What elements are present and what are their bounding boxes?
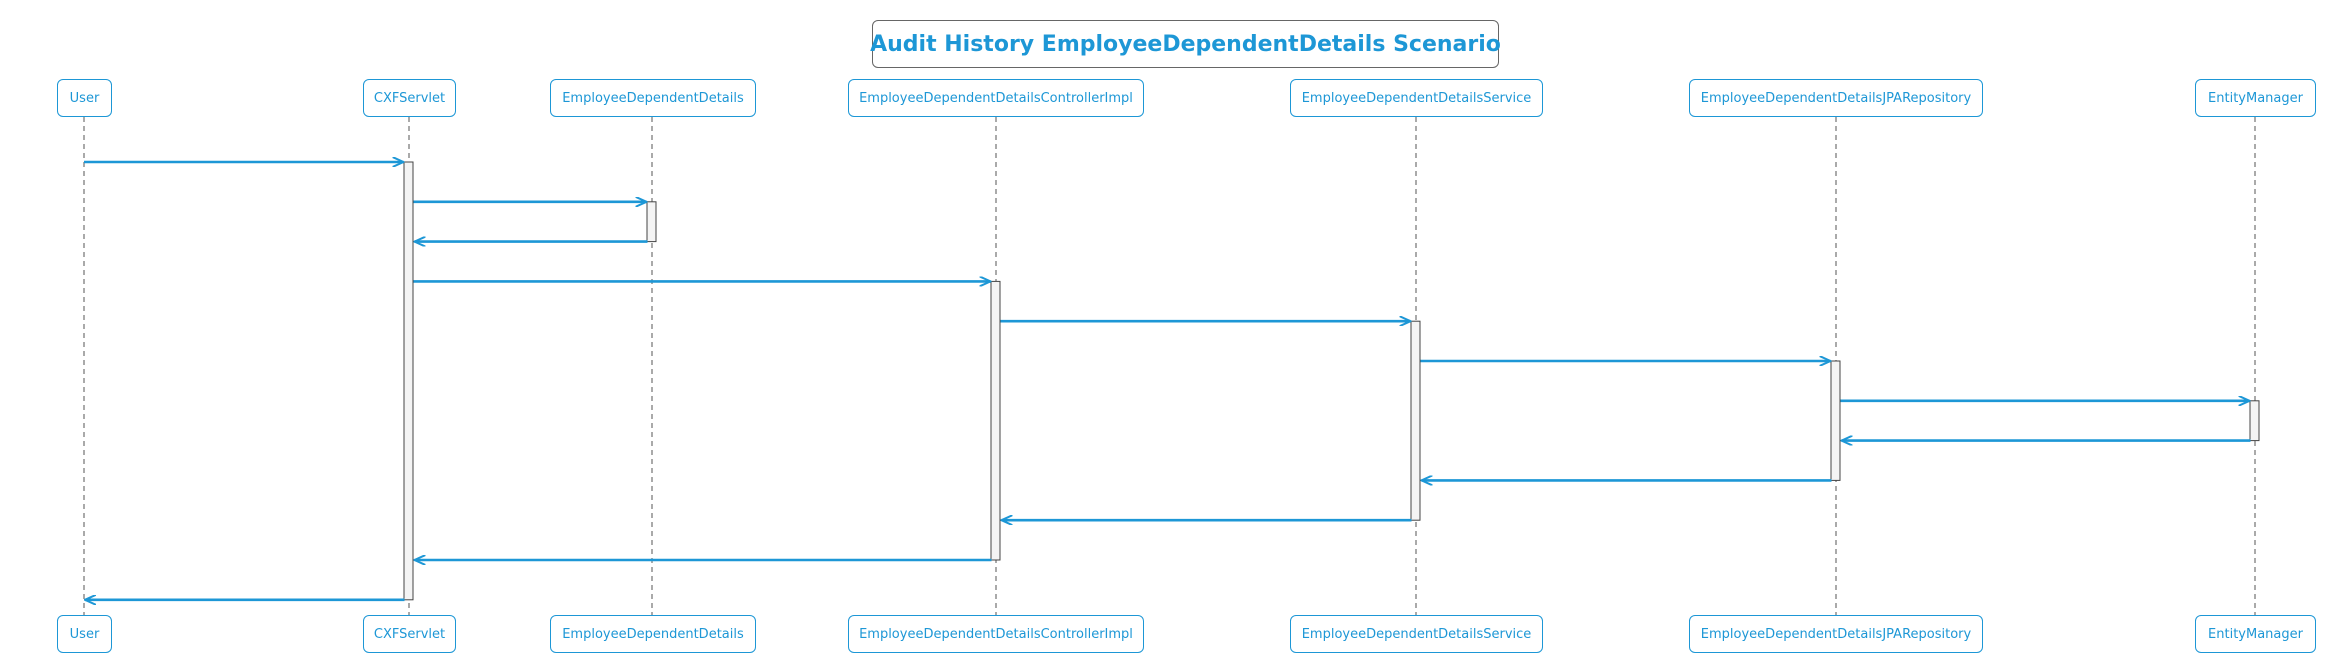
participant-user-top: User — [57, 79, 112, 117]
participant-entitymanager-bottom: EntityManager — [2195, 615, 2316, 653]
activation-bar-svc — [1410, 320, 1421, 521]
activation-bar-edd — [646, 201, 657, 243]
participant-controllerimpl-bottom: EmployeeDependentDetailsControllerImpl — [848, 615, 1144, 653]
participant-service-bottom: EmployeeDependentDetailsService — [1290, 615, 1543, 653]
activation-bar-em — [2249, 400, 2260, 442]
participant-controllerimpl-top: EmployeeDependentDetailsControllerImpl — [848, 79, 1144, 117]
activation-bar-repo — [1830, 360, 1841, 481]
participant-cxfservlet-bottom: CXFServlet — [363, 615, 456, 653]
participant-jparepository-top: EmployeeDependentDetailsJPARepository — [1689, 79, 1983, 117]
participant-employeedependentdetails-bottom: EmployeeDependentDetails — [550, 615, 756, 653]
participant-employeedependentdetails-top: EmployeeDependentDetails — [550, 79, 756, 117]
diagram-title-box: Audit History EmployeeDependentDetails S… — [870, 20, 1501, 68]
participant-service-top: EmployeeDependentDetailsService — [1290, 79, 1543, 117]
activation-bar-ctrl — [990, 280, 1001, 561]
participant-cxfservlet-top: CXFServlet — [363, 79, 456, 117]
participant-user-bottom: User — [57, 615, 112, 653]
participant-jparepository-bottom: EmployeeDependentDetailsJPARepository — [1689, 615, 1983, 653]
activation-bar-cxf — [403, 161, 414, 601]
diagram-title: Audit History EmployeeDependentDetails S… — [870, 31, 1501, 57]
participant-entitymanager-top: EntityManager — [2195, 79, 2316, 117]
